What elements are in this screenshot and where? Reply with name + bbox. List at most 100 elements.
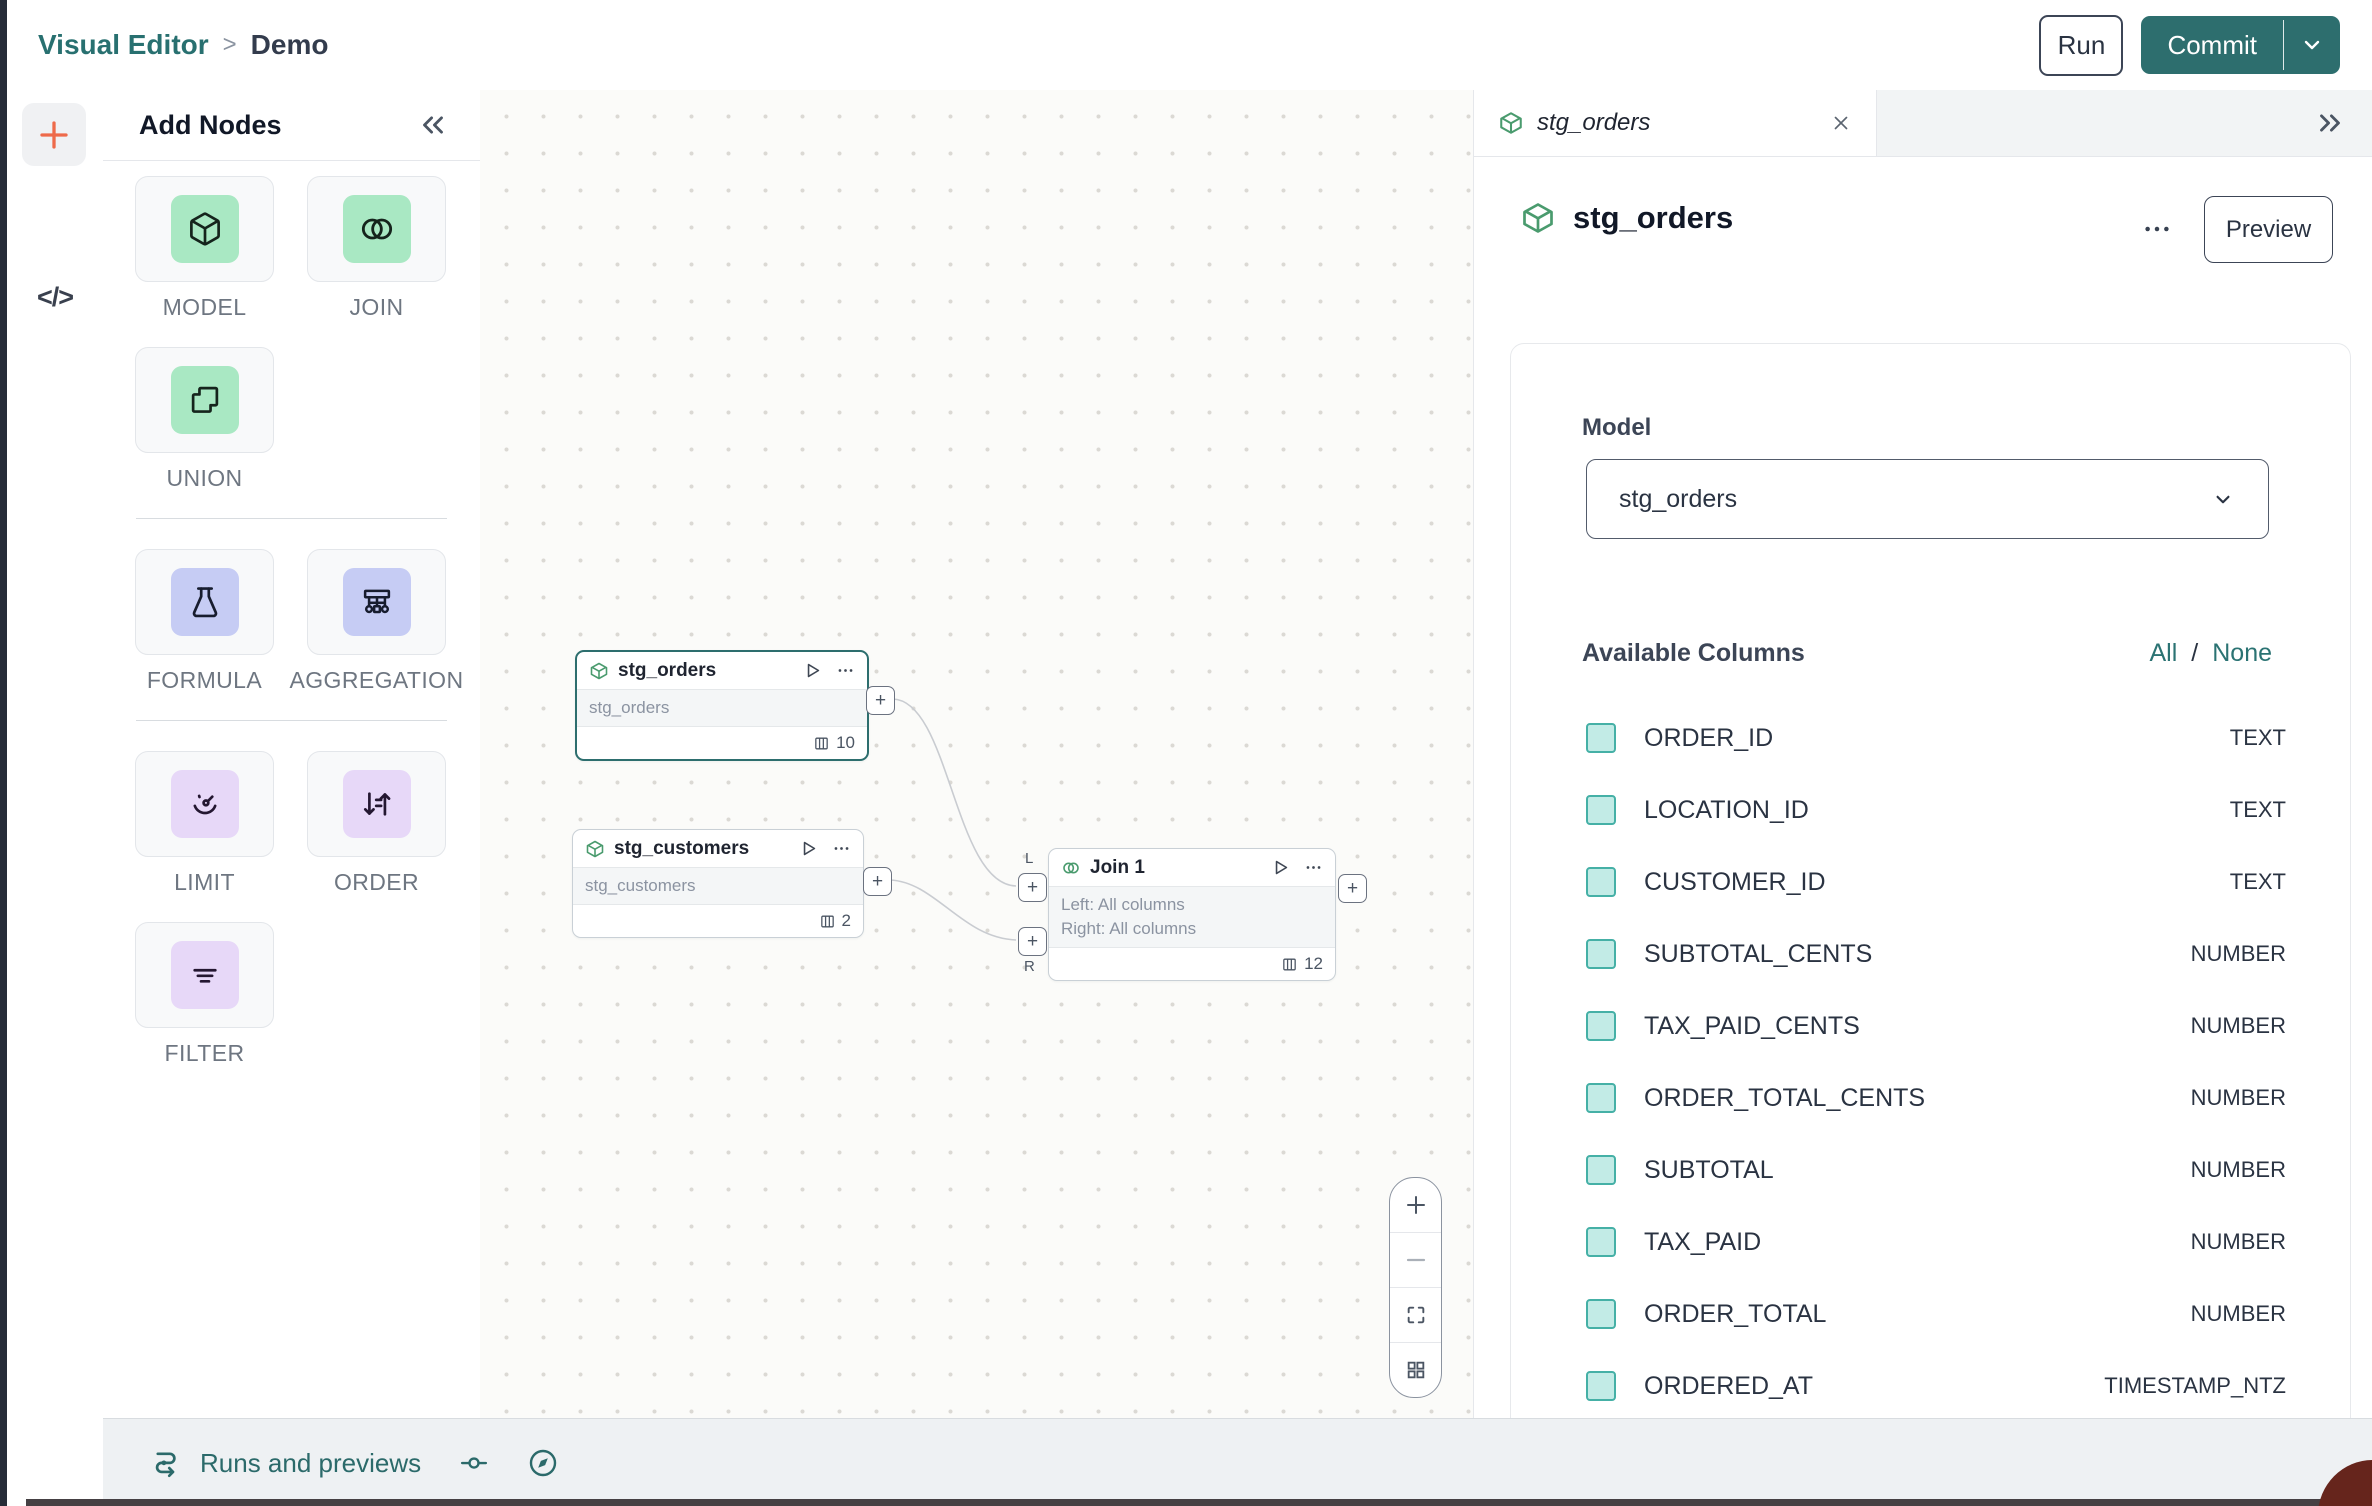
column-name: ORDER_TOTAL (1644, 1299, 1827, 1328)
palette-label: UNION (166, 465, 243, 491)
preview-button[interactable]: Preview (2204, 196, 2333, 263)
grid-view-button[interactable] (1390, 1342, 1441, 1397)
collapse-panel-button[interactable] (416, 108, 450, 142)
column-checkbox[interactable] (1586, 867, 1616, 897)
column-type: NUMBER (2190, 941, 2286, 966)
column-checkbox[interactable] (1586, 1299, 1616, 1329)
run-button[interactable]: Run (2039, 14, 2124, 76)
node-stg-orders[interactable]: stg_orders stg_orders 10 (575, 650, 869, 761)
add-nodes-header: Add Nodes (103, 90, 480, 161)
palette-item-order[interactable]: ORDER (307, 751, 446, 896)
join-right-config: Right: All columns (1061, 919, 1197, 938)
code-view-button[interactable]: </> (36, 282, 74, 312)
zoom-out-icon (1406, 1258, 1425, 1262)
select-all-link[interactable]: All (2149, 639, 2178, 667)
column-checkbox[interactable] (1586, 1371, 1616, 1401)
column-type: NUMBER (2190, 1301, 2286, 1326)
expand-panel-button[interactable] (2313, 106, 2347, 140)
column-row: ORDER_TOTAL_CENTS NUMBER (1586, 1062, 2286, 1134)
runs-and-previews-button[interactable]: Runs and previews (150, 1446, 421, 1480)
commit-pin-icon[interactable] (459, 1448, 489, 1478)
runs-route-icon (155, 1452, 176, 1478)
close-icon[interactable] (1830, 112, 1852, 134)
column-name: ORDER_TOTAL_CENTS (1644, 1083, 1926, 1112)
palette-label: FORMULA (146, 667, 263, 693)
join-left-port-label: L (1025, 850, 1034, 867)
fit-view-button[interactable] (1390, 1287, 1441, 1342)
column-row: SUBTOTAL_CENTS NUMBER (1586, 918, 2286, 990)
node-join-1[interactable]: Join 1 Left: All columns Right: All colu… (1048, 848, 1336, 981)
panel-tab-bar: stg_orders (1474, 90, 2372, 157)
palette-item-filter[interactable]: FILTER (135, 922, 274, 1067)
column-checkbox[interactable] (1586, 1227, 1616, 1257)
more-options-icon[interactable] (1304, 858, 1323, 877)
column-checkbox[interactable] (1586, 1155, 1616, 1185)
column-row: SUBTOTAL NUMBER (1586, 1134, 2286, 1206)
panel-more-options-icon[interactable] (2142, 214, 2172, 244)
add-nodes-title: Add Nodes (139, 109, 282, 140)
column-type: NUMBER (2190, 1085, 2286, 1110)
palette-item-formula[interactable]: FORMULA (135, 549, 274, 694)
column-checkbox[interactable] (1586, 1011, 1616, 1041)
column-checkbox[interactable] (1586, 1083, 1616, 1113)
column-type: TIMESTAMP_NTZ (2104, 1373, 2286, 1398)
port-join-left-input[interactable]: + (1018, 873, 1047, 902)
port-join-right-input[interactable]: + (1018, 927, 1047, 956)
column-checkbox[interactable] (1586, 939, 1616, 969)
port-stg-orders-output[interactable]: + (866, 686, 895, 715)
column-type: TEXT (2229, 869, 2286, 894)
node-column-count: 10 (836, 733, 855, 752)
palette-label: LIMIT (174, 869, 235, 895)
column-name: CUSTOMER_ID (1644, 867, 1826, 896)
cube-icon (189, 212, 220, 246)
zoom-out-button[interactable] (1390, 1232, 1441, 1287)
zoom-in-button[interactable] (1390, 1178, 1441, 1232)
palette-item-model[interactable]: MODEL (135, 176, 274, 321)
column-checkbox[interactable] (1586, 795, 1616, 825)
select-none-link[interactable]: None (2212, 639, 2272, 667)
column-row: ORDER_ID TEXT (1586, 702, 2286, 774)
compass-icon[interactable] (527, 1447, 559, 1479)
add-nodes-panel: Add Nodes MODEL JOIN (103, 90, 481, 1418)
column-name: ORDERED_AT (1644, 1371, 1814, 1400)
column-name: SUBTOTAL (1644, 1155, 1774, 1184)
breadcrumb-visual-editor[interactable]: Visual Editor (38, 29, 209, 60)
commit-button[interactable]: Commit (2167, 29, 2257, 60)
breadcrumb: Visual Editor > Demo (38, 0, 328, 90)
play-icon[interactable] (799, 839, 818, 858)
more-options-icon[interactable] (836, 661, 855, 680)
node-subtitle: stg_orders (577, 689, 867, 727)
node-stg-customers[interactable]: stg_customers stg_customers 2 (572, 829, 864, 938)
bottom-bar: Runs and previews (103, 1418, 2372, 1506)
port-join-output[interactable]: + (1338, 874, 1367, 903)
palette-item-limit[interactable]: LIMIT (135, 751, 274, 896)
chevron-down-icon (2304, 40, 2320, 50)
add-node-rail-button[interactable] (22, 103, 86, 166)
union-shape-icon (191, 386, 218, 413)
node-title: stg_orders (618, 659, 717, 681)
model-select[interactable]: stg_orders (1586, 459, 2269, 539)
palette-item-union[interactable]: UNION (135, 347, 274, 492)
dag-canvas[interactable]: stg_orders stg_orders 10 + stg_customers (480, 90, 1473, 1418)
column-checkbox[interactable] (1586, 723, 1616, 753)
port-stg-customers-output[interactable]: + (863, 867, 892, 896)
play-icon[interactable] (1271, 858, 1290, 877)
column-type: NUMBER (2190, 1013, 2286, 1038)
palette-divider (136, 720, 447, 721)
all-none-separator: / (2191, 639, 2199, 667)
topbar-actions: Run Commit (2039, 0, 2340, 90)
columns-list: ORDER_ID TEXT LOCATION_ID TEXT CUSTOMER_… (1586, 702, 2286, 1418)
play-icon[interactable] (803, 661, 822, 680)
join-circles-icon (361, 218, 392, 240)
palette-item-aggregation[interactable]: AGGREGATION (290, 549, 463, 694)
tab-stg-orders[interactable]: stg_orders (1474, 90, 1877, 156)
flask-icon (192, 587, 217, 618)
node-title: stg_customers (614, 837, 750, 859)
palette-label: FILTER (164, 1040, 245, 1066)
palette-item-join[interactable]: JOIN (307, 176, 446, 321)
commit-dropdown-button[interactable] (2284, 16, 2340, 74)
more-options-icon[interactable] (832, 839, 851, 858)
column-name: TAX_PAID (1644, 1227, 1762, 1256)
available-columns-title: Available Columns (1582, 639, 1805, 667)
